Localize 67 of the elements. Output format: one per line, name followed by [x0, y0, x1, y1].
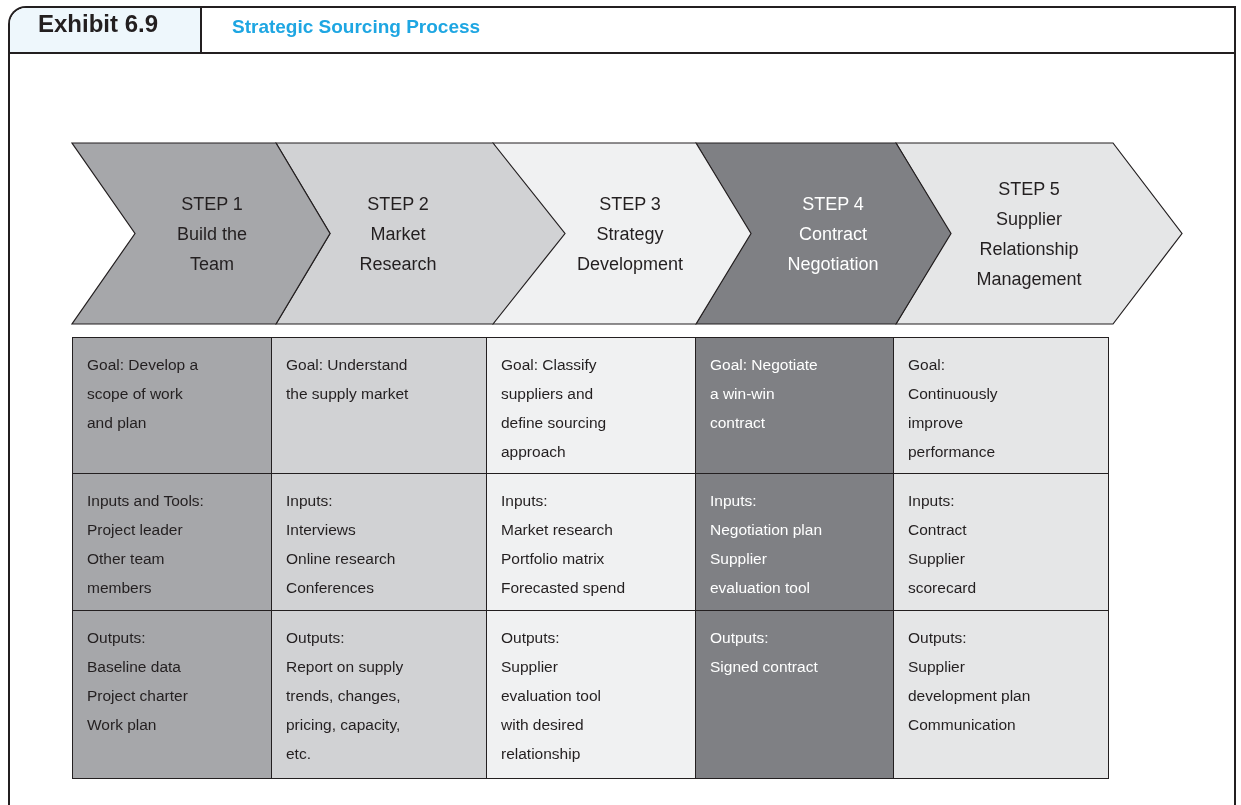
table-cell [271, 473, 487, 611]
cell-heading: Outputs: [286, 628, 345, 648]
table-cell [72, 337, 272, 474]
cell-item: Project charter [87, 686, 188, 706]
cell-item: Online research [286, 549, 396, 569]
cell-item: Communication [908, 715, 1016, 735]
table-cell [271, 610, 487, 779]
step-number: STEP 4 [802, 192, 864, 216]
step-name: Build the Team [175, 222, 249, 276]
cell-item: Market research [501, 520, 613, 540]
cell-heading: Goal: Continuously improve performance [908, 355, 999, 462]
table-cell [695, 337, 894, 474]
table-cell [695, 473, 894, 611]
cell-heading: Outputs: [710, 628, 769, 648]
cell-item: Supplier evaluation tool [710, 549, 811, 598]
cell-item: Supplier scorecard [908, 549, 978, 598]
exhibit-number: Exhibit 6.9 [38, 10, 159, 38]
title: Strategic Sourcing Process [232, 16, 481, 38]
step-number: STEP 2 [367, 192, 429, 216]
cell-item: Supplier evaluation tool with desired relationship [501, 657, 602, 764]
cell-item: Forecasted spend [501, 578, 626, 598]
cell-heading: Goal: Develop a scope of work and plan [87, 355, 200, 433]
table-cell [271, 337, 487, 474]
cell-heading: Outputs: [501, 628, 560, 648]
cell-heading: Goal: Negotiate a win-win contract [710, 355, 819, 433]
cell-heading: Outputs: [908, 628, 967, 648]
table-cell [695, 610, 894, 779]
cell-item: Other team members [87, 549, 166, 598]
table-cell [486, 610, 696, 779]
table-cell [486, 337, 696, 474]
step-name: Strategy Development [575, 222, 685, 276]
step-number: STEP 3 [599, 192, 661, 216]
cell-item: Work plan [87, 715, 157, 735]
cell-heading: Outputs: [87, 628, 146, 648]
cell-heading: Inputs and Tools: [87, 491, 204, 511]
table-cell [72, 610, 272, 779]
table-cell [893, 337, 1109, 474]
cell-heading: Inputs: [501, 491, 548, 511]
cell-item: Interviews [286, 520, 356, 540]
step-name: Market Research [358, 222, 438, 276]
cell-item: Baseline data [87, 657, 181, 677]
cell-item: Negotiation plan [710, 520, 823, 540]
chevron-step [896, 143, 1182, 324]
step-name: Supplier Relationship Management [975, 207, 1083, 291]
chevron-step [276, 143, 565, 324]
cell-heading: Goal: Classify suppliers and define sourcing approach [501, 355, 608, 462]
table-cell [893, 473, 1109, 611]
cell-item: Signed contract [710, 657, 818, 677]
cell-heading: Inputs: [710, 491, 757, 511]
cell-item: Contract [908, 520, 967, 540]
chevron-step [72, 143, 330, 324]
cell-item: Report on supply trends, changes, pricing, capacity, etc. [286, 657, 405, 764]
cell-heading: Goal: Understand the supply market [286, 355, 410, 404]
chevron-step [696, 143, 951, 324]
step-number: STEP 5 [998, 177, 1060, 201]
chevron-step [493, 143, 751, 324]
cell-item: Conferences [286, 578, 374, 598]
cell-heading: Inputs: [286, 491, 333, 511]
cell-heading: Inputs: [908, 491, 955, 511]
step-name: Contract Negotiation [786, 222, 880, 276]
cell-item: Supplier development plan [908, 657, 1032, 706]
table-cell [893, 610, 1109, 779]
table-cell [486, 473, 696, 611]
cell-item: Portfolio matrix [501, 549, 605, 569]
cell-item: Project leader [87, 520, 183, 540]
table-cell [72, 473, 272, 611]
step-number: STEP 1 [181, 192, 243, 216]
